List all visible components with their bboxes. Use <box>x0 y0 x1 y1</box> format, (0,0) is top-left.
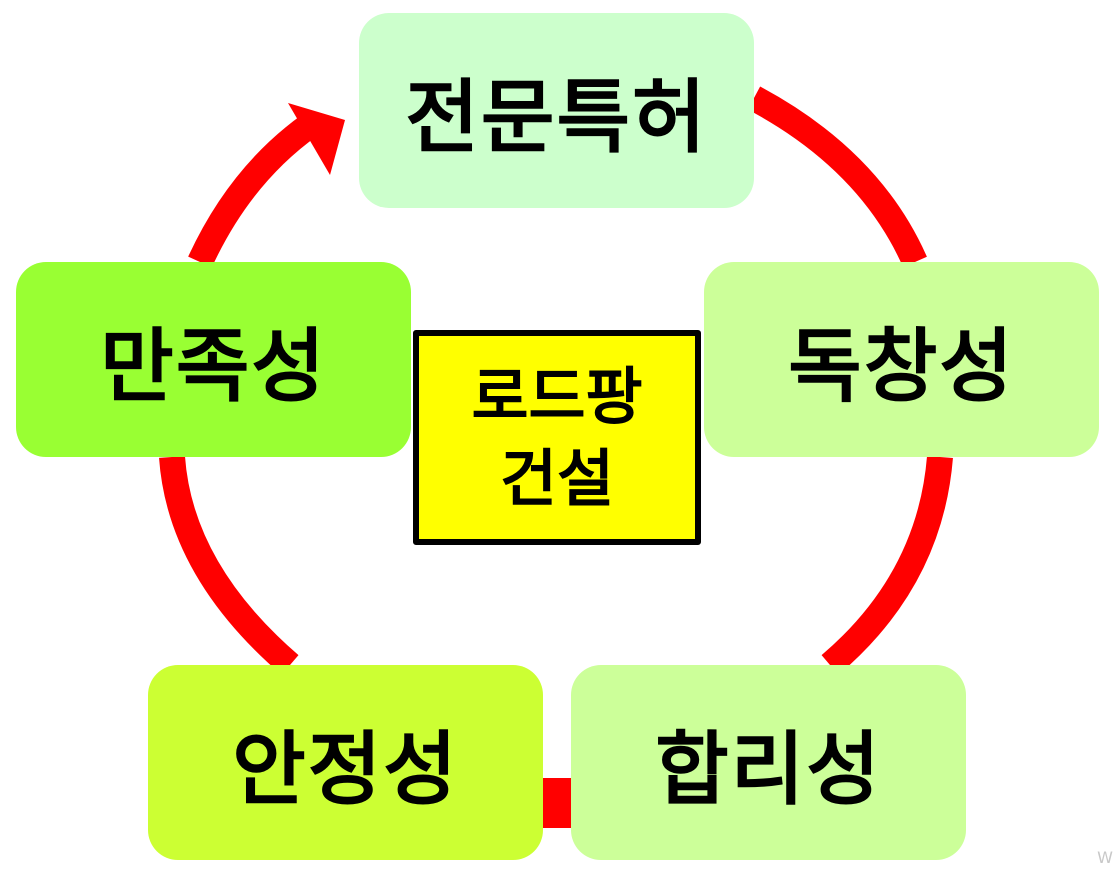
node-rationality-label: 합리성 <box>655 722 882 816</box>
ring-arc-right-bottom <box>821 455 953 675</box>
node-satisfaction-label: 만족성 <box>100 319 327 413</box>
node-originality-label: 독창성 <box>788 319 1015 413</box>
node-stability-label: 안정성 <box>232 722 459 816</box>
node-originality: 독창성 <box>704 262 1099 457</box>
ring-arc-bottom-left <box>159 455 299 675</box>
node-satisfaction: 만족성 <box>16 262 411 457</box>
center-company-box: 로드팡 건설 <box>413 330 701 545</box>
ring-arc-top-right <box>747 86 927 268</box>
ring-arc-bottom <box>543 778 571 828</box>
center-line-1: 로드팡 <box>471 359 643 433</box>
watermark-text: W <box>1097 848 1113 867</box>
node-patent: 전문특허 <box>359 13 754 208</box>
ring-arrowhead <box>288 103 345 175</box>
node-patent-label: 전문특허 <box>405 70 708 164</box>
node-stability: 안정성 <box>148 665 543 860</box>
center-line-2: 건설 <box>499 441 615 515</box>
node-rationality: 합리성 <box>571 665 966 860</box>
ring-arc-left-top <box>188 114 318 268</box>
